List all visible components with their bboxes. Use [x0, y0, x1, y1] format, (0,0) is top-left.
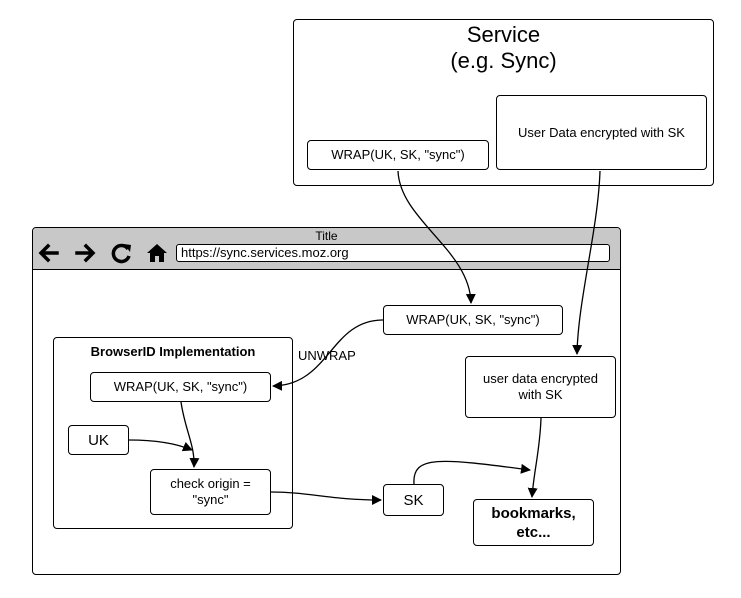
browserid-title: BrowserID Implementation	[90, 344, 256, 359]
arrow-wrap-to-check	[180, 401, 200, 468]
sk-label: SK	[403, 491, 424, 509]
url-text: https://sync.services.moz.org	[181, 245, 349, 260]
arrow-uk-to-check	[128, 439, 193, 452]
browser-title: Title	[315, 229, 338, 243]
bookmarks-box: bookmarks, etc...	[473, 499, 594, 546]
sk-box: SK	[383, 484, 444, 516]
arrow-service-wrap-to-browser-wrap	[397, 170, 476, 304]
arrow-service-data-to-browser-data	[572, 170, 601, 355]
service-wrap-label: WRAP(UK, SK, "sync")	[331, 147, 465, 162]
service-user-data-label: User Data encrypted with SK	[518, 124, 685, 140]
home-icon[interactable]	[146, 242, 168, 264]
check-origin-box: check origin = "sync"	[150, 469, 271, 515]
browser-user-data-label: user data encrypted with SK	[483, 371, 598, 402]
back-arrow-icon[interactable]	[37, 242, 59, 264]
reload-icon[interactable]	[111, 242, 133, 264]
arrow-sk-to-bookmarks	[413, 460, 531, 485]
service-wrap-box: WRAP(UK, SK, "sync")	[307, 140, 489, 170]
arrow-unwrap	[272, 319, 384, 391]
browser-wrap-box: WRAP(UK, SK, "sync")	[383, 305, 563, 335]
browser-user-data-box: user data encrypted with SK	[465, 356, 616, 418]
uk-box: UK	[68, 425, 129, 455]
service-title-line1: Service	[466, 22, 541, 47]
uk-label: UK	[88, 431, 109, 449]
browserid-wrap-label: WRAP(UK, SK, "sync")	[113, 379, 248, 394]
bookmarks-label: bookmarks, etc...	[491, 504, 576, 541]
arrow-check-to-sk	[270, 491, 382, 505]
browserid-wrap-box: WRAP(UK, SK, "sync")	[90, 372, 271, 402]
forward-arrow-icon[interactable]	[75, 242, 97, 264]
service-title-line2: (e.g. Sync)	[450, 48, 557, 73]
service-user-data-box: User Data encrypted with SK	[496, 95, 707, 170]
arrow-data-to-bookmarks	[527, 417, 542, 498]
url-bar[interactable]: https://sync.services.moz.org	[176, 244, 610, 262]
browser-toolbar: Title https://sync.services.moz.org	[33, 228, 620, 270]
check-origin-label: check origin = "sync"	[170, 476, 251, 507]
browser-wrap-label: WRAP(UK, SK, "sync")	[406, 312, 540, 327]
